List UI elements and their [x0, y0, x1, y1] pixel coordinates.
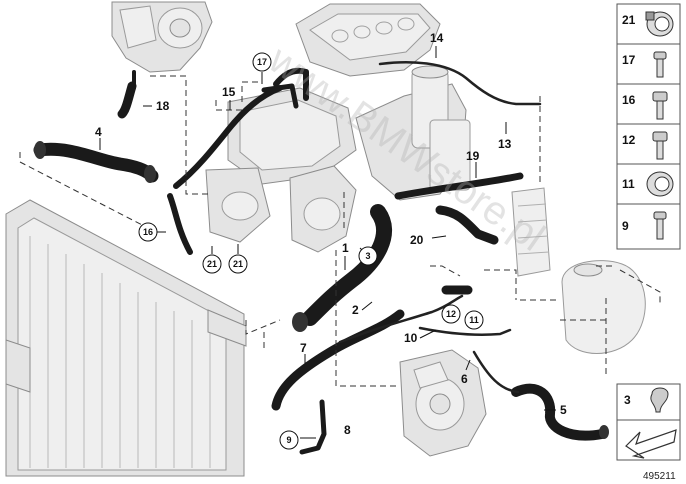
svg-text:16: 16 [622, 93, 636, 107]
circled-callouts: 17 16 21 21 3 12 11 9 [138, 52, 484, 450]
hose-clamp-icon [646, 171, 674, 197]
hose-15 [167, 67, 309, 255]
svg-text:12: 12 [622, 133, 636, 147]
hose-5 [511, 383, 609, 441]
hose-1 [292, 204, 392, 332]
egr-cooler-drawing [205, 87, 357, 243]
circle-callout-17: 17 [252, 52, 272, 72]
pipe-14 [378, 60, 542, 106]
callout-6: 6 [461, 372, 468, 386]
svg-text:21: 21 [207, 259, 217, 269]
dashed-reference-lines [19, 75, 661, 387]
circle-callout-21-left: 21 [202, 254, 222, 274]
svg-text:9: 9 [622, 219, 629, 233]
callout-7: 7 [300, 341, 307, 355]
svg-text:17: 17 [622, 53, 636, 67]
circle-callout-21-right: 21 [228, 254, 248, 274]
bolt-icon [652, 131, 668, 160]
turbocharger-drawing [111, 1, 213, 73]
parts-legend: 21 17 16 12 [616, 3, 681, 461]
clip-icon [650, 387, 669, 413]
hose-clamp-icon [645, 11, 674, 37]
svg-text:11: 11 [469, 315, 479, 325]
water-pump-drawing [399, 349, 487, 457]
hose-4 [33, 141, 159, 183]
circle-callout-9: 9 [279, 430, 299, 450]
svg-text:3: 3 [624, 393, 631, 407]
hose-20 [435, 205, 499, 245]
bolt-icon [652, 91, 668, 120]
legend-item-21: 21 [622, 11, 674, 37]
legend-item-3: 3 [624, 387, 669, 413]
callout-labels: 4 18 15 14 13 19 20 1 2 7 10 6 5 8 [95, 31, 567, 437]
callout-8: 8 [344, 423, 351, 437]
legend-item-16: 16 [622, 91, 668, 120]
callout-19: 19 [466, 149, 480, 163]
pipe-2 [338, 285, 473, 344]
svg-text:12: 12 [446, 309, 456, 319]
callout-15: 15 [222, 85, 236, 99]
oil-cooler-drawing [511, 187, 551, 277]
legend-item-17: 17 [622, 51, 667, 78]
oil-filter-housing-drawing [355, 65, 471, 201]
legend-item-12: 12 [622, 131, 668, 160]
callout-5: 5 [560, 403, 567, 417]
screw-icon [653, 211, 667, 240]
circle-callout-16: 16 [138, 222, 158, 242]
hose-8 [299, 399, 327, 455]
svg-text:9: 9 [286, 435, 291, 445]
cylinder-head-drawing [295, 3, 441, 77]
svg-text:11: 11 [622, 177, 635, 191]
svg-text:16: 16 [143, 227, 153, 237]
expansion-tank-drawing [561, 260, 646, 354]
svg-text:17: 17 [257, 57, 267, 67]
svg-text:21: 21 [233, 259, 243, 269]
hose-19 [394, 172, 524, 200]
direction-arrow-icon [625, 429, 677, 459]
reference-id: 495211 [643, 471, 676, 482]
pipe-6 [472, 350, 520, 394]
callout-13: 13 [498, 137, 512, 151]
callout-1: 1 [342, 241, 349, 255]
hose-18 [117, 70, 137, 119]
hose-7 [271, 309, 405, 411]
pipe-10 [418, 326, 512, 336]
circle-callout-11: 11 [464, 310, 484, 330]
circle-callout-12: 12 [441, 304, 461, 324]
callout-18: 18 [156, 99, 170, 113]
legend-item-9: 9 [622, 211, 667, 240]
callout-14: 14 [430, 31, 444, 45]
screw-icon [653, 51, 667, 78]
svg-text:3: 3 [365, 251, 370, 261]
callout-10: 10 [404, 331, 418, 345]
callout-20: 20 [410, 233, 424, 247]
circle-callout-3: 3 [358, 246, 378, 266]
thermostat-housing-drawing [289, 165, 357, 253]
callout-4: 4 [95, 125, 102, 139]
legend-item-11: 11 [622, 171, 674, 197]
svg-text:21: 21 [622, 13, 636, 27]
callout-2: 2 [352, 303, 359, 317]
radiator-drawing [5, 199, 247, 477]
